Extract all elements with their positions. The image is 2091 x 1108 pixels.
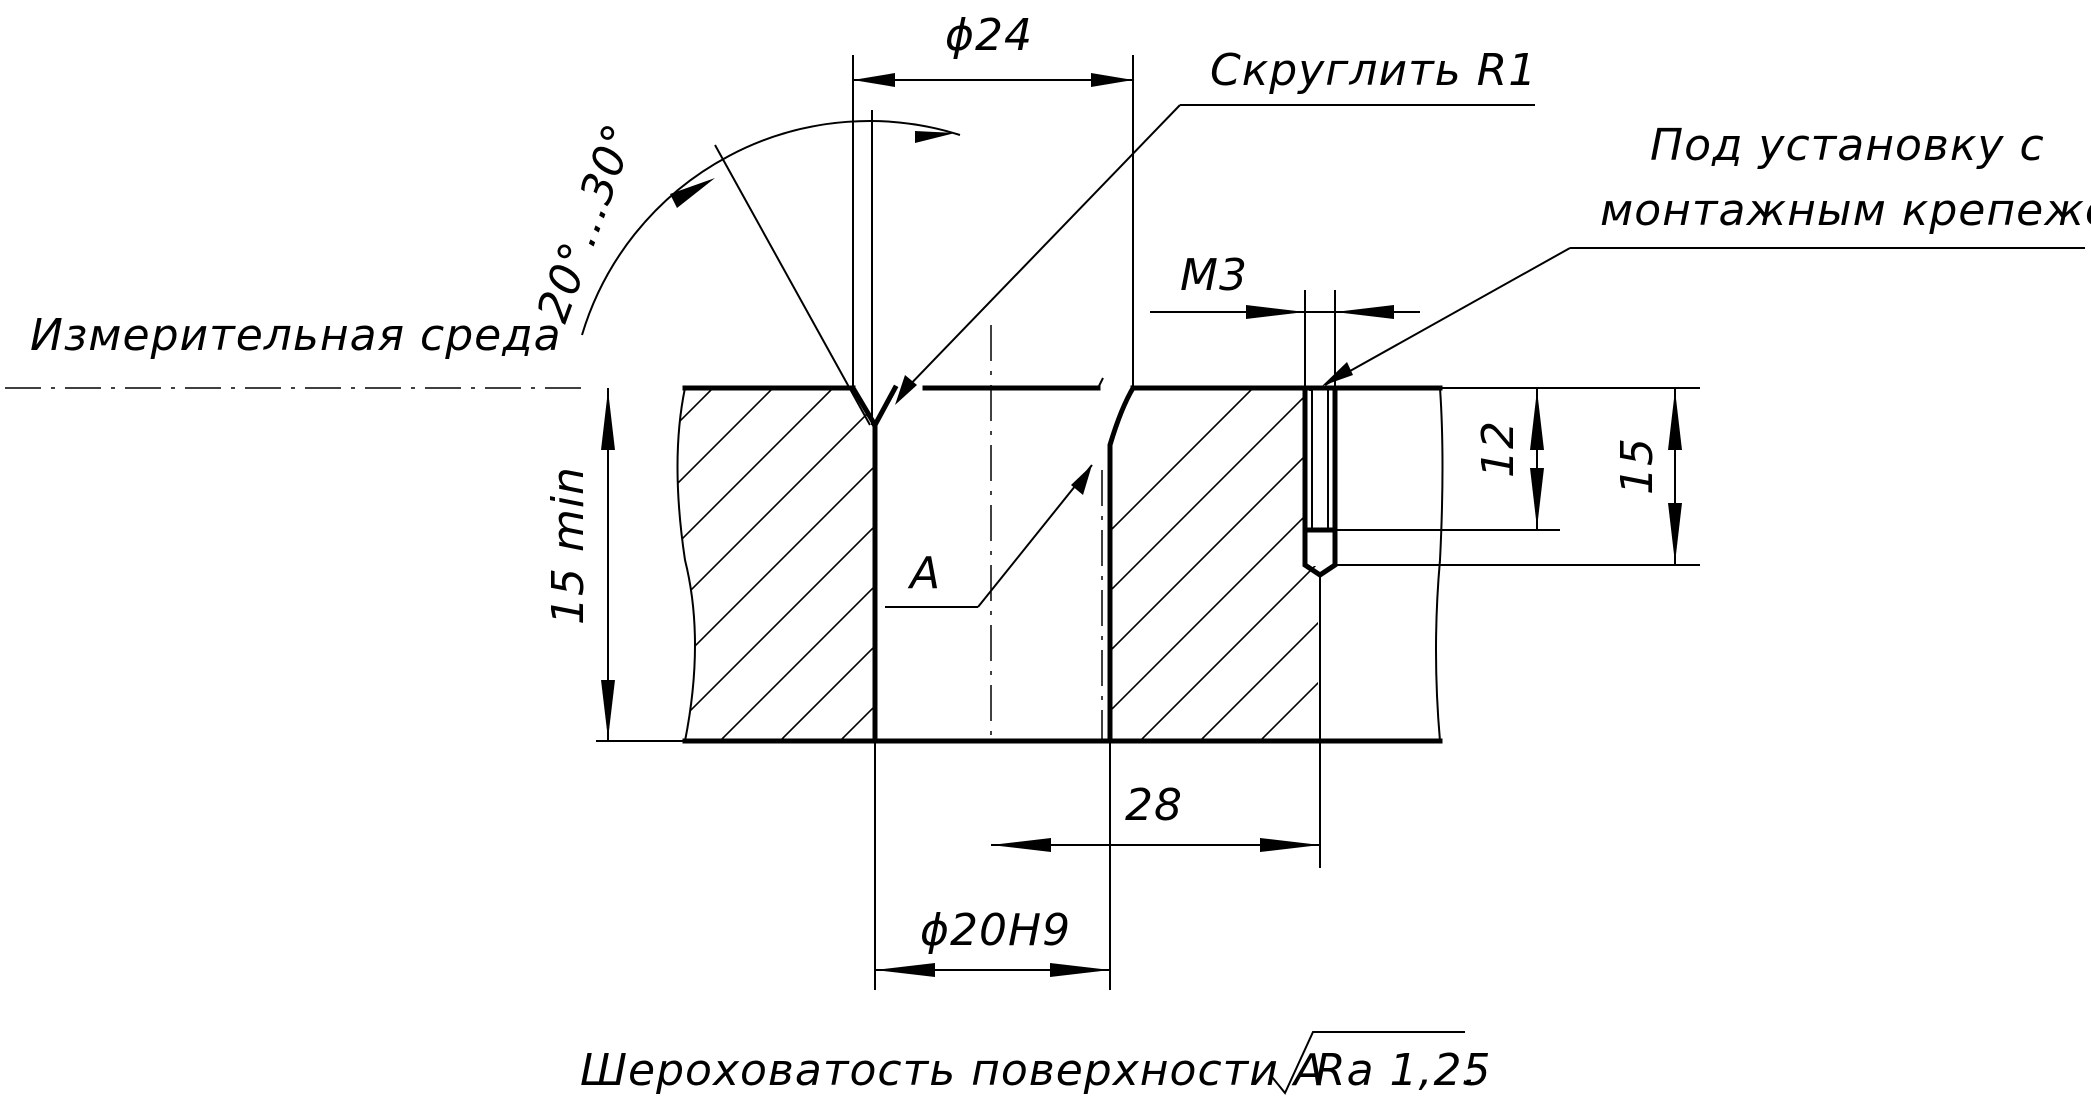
thread-m3-label: M3 (1180, 250, 1248, 301)
diameter-20h9-label: ϕ20H9 (920, 905, 1071, 956)
depth-15-min-label: 15 min (543, 466, 594, 625)
round-r1-label: Скруглить R1 (1210, 45, 1537, 96)
dimension-diameter-20h9 (874, 741, 1111, 990)
dim-15-label: 15 (1612, 437, 1663, 495)
dimension-28 (991, 575, 1321, 868)
leader-round-r1 (895, 104, 1535, 405)
part-contour (682, 377, 1443, 744)
surface-a-label: A (907, 548, 941, 599)
dimension-15 (1335, 388, 1700, 566)
roughness-period: . (1463, 1045, 1478, 1096)
section-hatching-left (677, 388, 875, 741)
dimension-angle (581, 120, 961, 426)
dimension-m3 (1150, 290, 1420, 388)
leader-surface-a (885, 464, 1093, 608)
dim-28-label: 28 (1125, 780, 1183, 831)
leader-mount-note (1322, 247, 2085, 386)
mount-note-line2: монтажным крепежом (1600, 185, 2091, 236)
roughness-check-icon (1271, 1031, 1465, 1095)
thread-hole-clear (1305, 391, 1335, 566)
measuring-medium-label: Измерительная среда (30, 310, 562, 361)
mount-note-line1: Под установку с (1650, 120, 2045, 171)
angle-label: 20°...30° (527, 117, 646, 329)
break-line-right (1435, 387, 1444, 742)
dimension-15-min (596, 388, 685, 742)
dimension-12 (1335, 387, 1700, 531)
break-line-left (676, 387, 696, 742)
dim-12-label: 12 (1473, 420, 1524, 478)
roughness-value: Ra 1,25 (1315, 1045, 1492, 1096)
dimension-diameter-24 (852, 55, 1134, 425)
roughness-caption: Шероховатость поверхности A (580, 1045, 1325, 1096)
diameter-24-label: ϕ24 (945, 10, 1033, 61)
